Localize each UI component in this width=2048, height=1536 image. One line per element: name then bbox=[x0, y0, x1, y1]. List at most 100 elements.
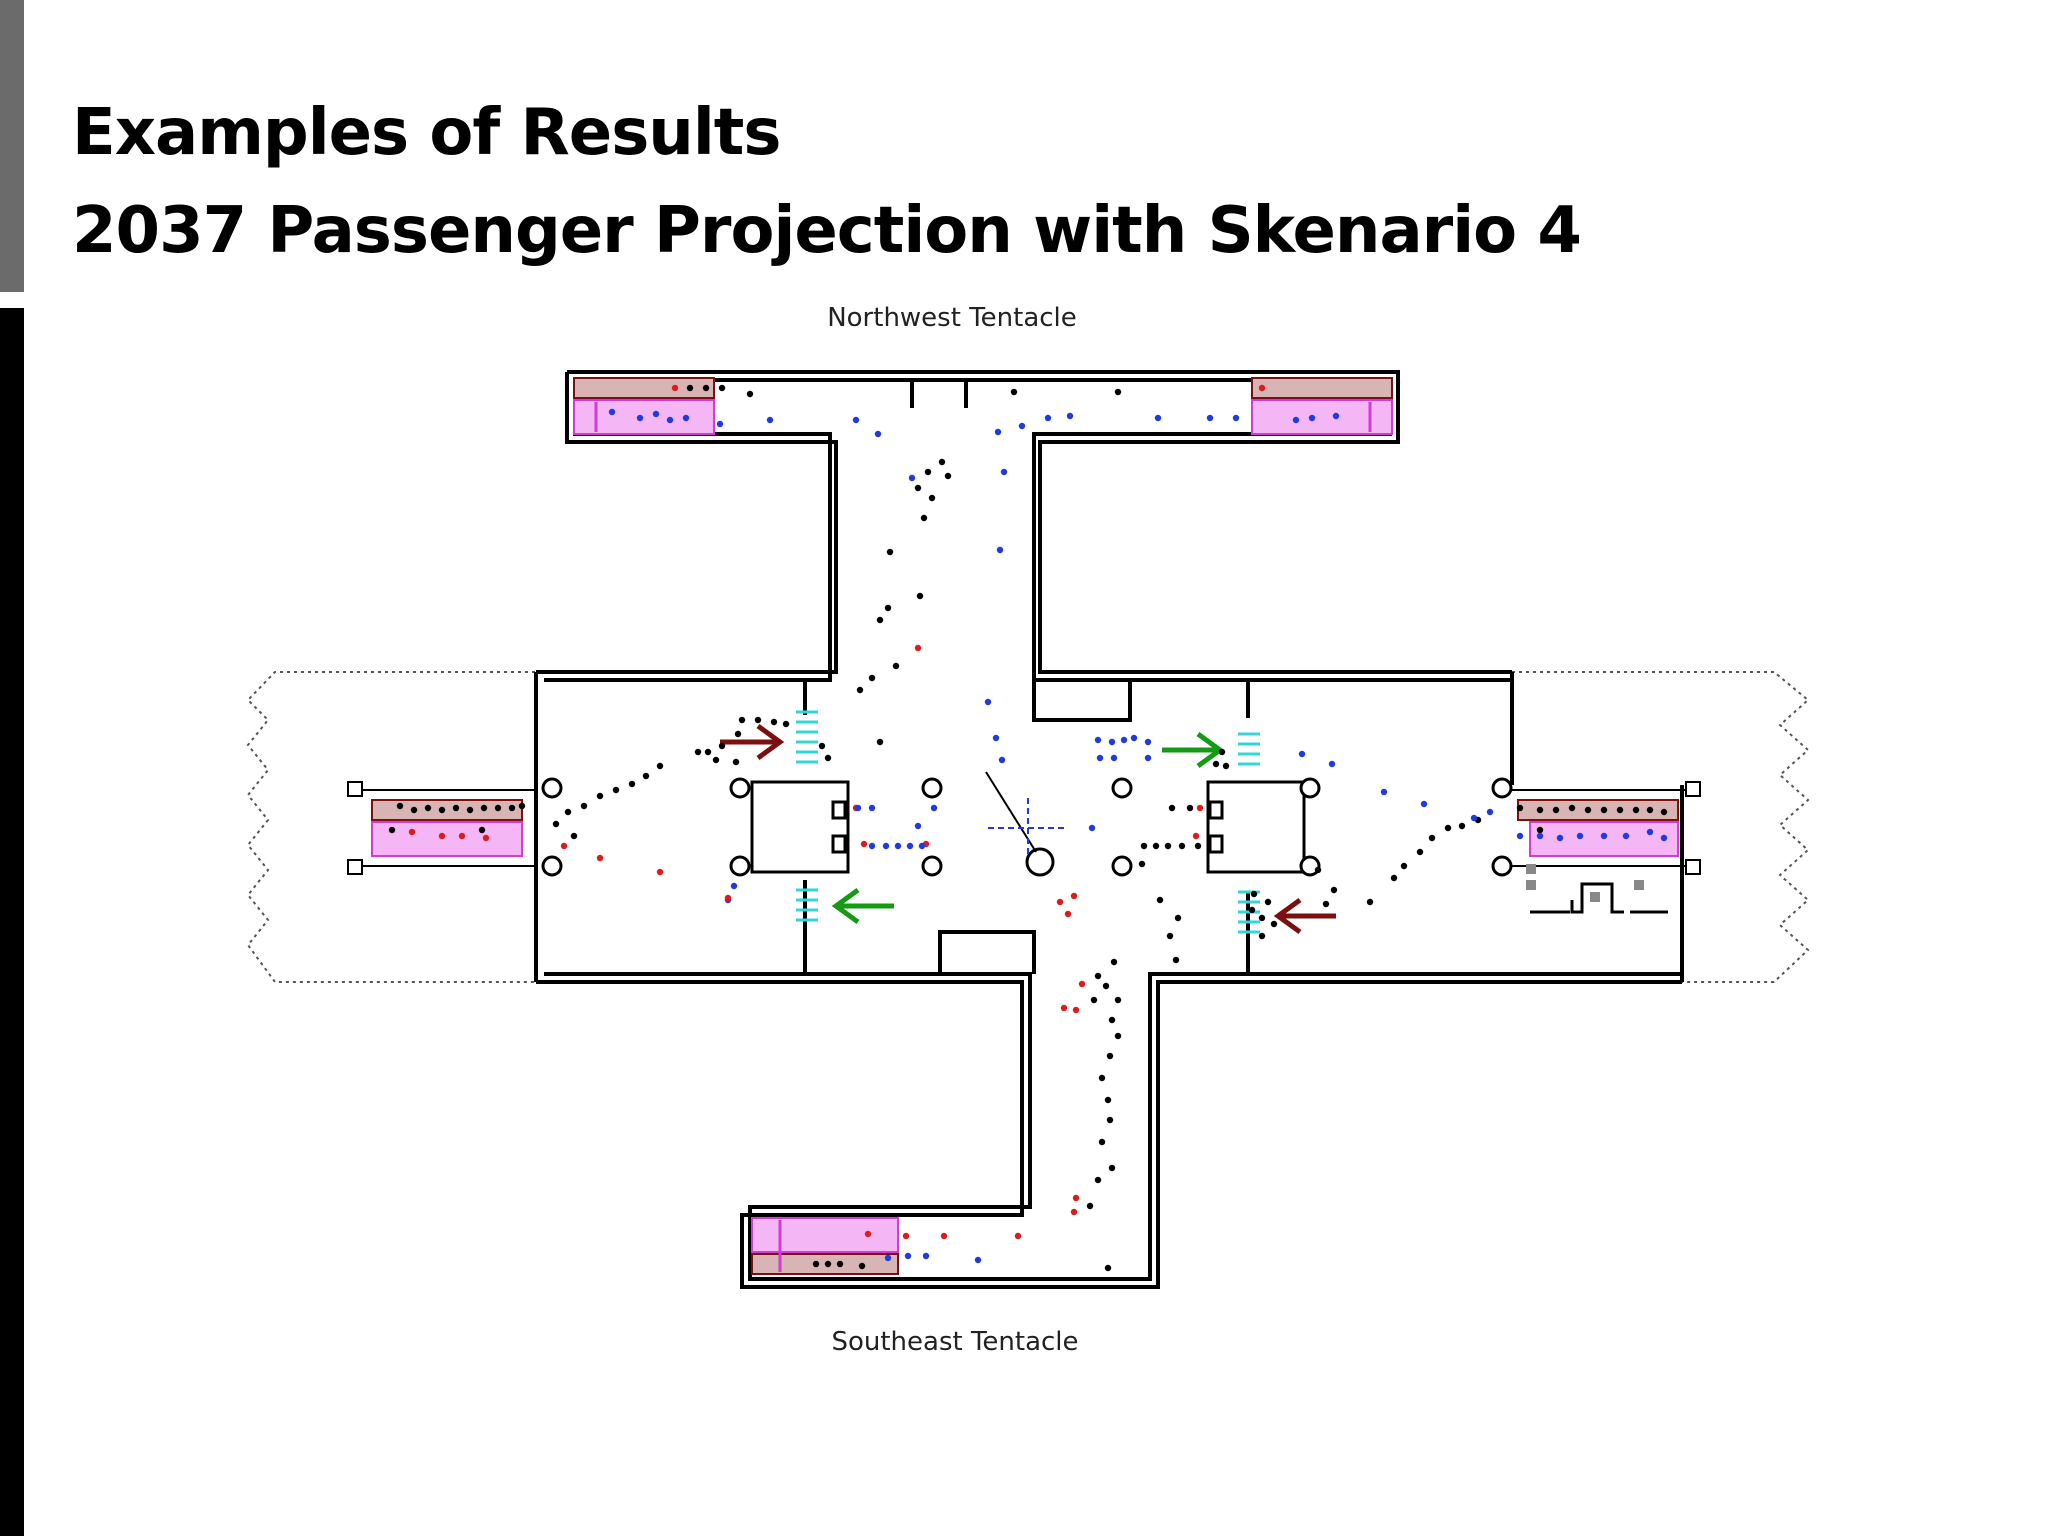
passenger-agent bbox=[1330, 886, 1338, 894]
passenger-agent bbox=[1536, 826, 1544, 834]
passenger-agent bbox=[860, 840, 868, 848]
passenger-agent bbox=[818, 742, 826, 750]
passenger-agent bbox=[1144, 738, 1152, 746]
passenger-agent bbox=[1232, 414, 1240, 422]
passenger-agent bbox=[686, 384, 694, 392]
passenger-agent bbox=[730, 882, 738, 890]
passenger-agent bbox=[812, 1260, 820, 1268]
passenger-agent bbox=[876, 616, 884, 624]
passenger-agent bbox=[671, 384, 679, 392]
passenger-agent bbox=[904, 1252, 912, 1260]
gate-east bbox=[1512, 781, 1701, 914]
gate-northwest-left bbox=[573, 377, 715, 435]
passenger-agent bbox=[1576, 832, 1584, 840]
passenger-agent bbox=[824, 1260, 832, 1268]
passenger-agent bbox=[1380, 788, 1388, 796]
gate-southeast bbox=[751, 1217, 899, 1275]
passenger-agent bbox=[1138, 860, 1146, 868]
passenger-agent bbox=[682, 414, 690, 422]
passenger-agent bbox=[1458, 822, 1466, 830]
terminal-walls bbox=[534, 370, 1684, 1289]
passenger-agent bbox=[1632, 806, 1640, 814]
passenger-agent bbox=[1090, 996, 1098, 1004]
passenger-agents bbox=[388, 384, 1668, 1272]
passenger-agent bbox=[724, 894, 732, 902]
passenger-agent bbox=[1152, 842, 1160, 850]
passenger-agent bbox=[1600, 806, 1608, 814]
passenger-agent bbox=[1328, 760, 1336, 768]
passenger-agent bbox=[994, 428, 1002, 436]
passenger-agent bbox=[868, 804, 876, 812]
passenger-agent bbox=[1172, 956, 1180, 964]
passenger-agent bbox=[612, 786, 620, 794]
passenger-agent bbox=[906, 842, 914, 850]
passenger-agent bbox=[928, 494, 936, 502]
passenger-agent bbox=[1098, 1138, 1106, 1146]
passenger-agent bbox=[388, 826, 396, 834]
passenger-agent bbox=[1018, 422, 1026, 430]
passenger-agent bbox=[1420, 800, 1428, 808]
passenger-agent bbox=[1212, 760, 1220, 768]
passenger-agent bbox=[734, 730, 742, 738]
passenger-agent bbox=[1444, 824, 1452, 832]
passenger-agent bbox=[452, 804, 460, 812]
passenger-agent bbox=[1250, 890, 1258, 898]
passenger-agent bbox=[998, 756, 1006, 764]
passenger-agent bbox=[996, 546, 1004, 554]
passenger-agent bbox=[914, 484, 922, 492]
processing-booths bbox=[750, 780, 1306, 874]
passenger-agent bbox=[1044, 414, 1052, 422]
passenger-agent bbox=[1270, 920, 1278, 928]
passenger-agent bbox=[1174, 914, 1182, 922]
passenger-agent bbox=[1156, 896, 1164, 904]
passenger-agent bbox=[712, 756, 720, 764]
passenger-agent bbox=[596, 792, 604, 800]
passenger-agent bbox=[754, 716, 762, 724]
central-crosshair bbox=[988, 798, 1066, 858]
passenger-agent bbox=[480, 804, 488, 812]
passenger-agent bbox=[718, 742, 726, 750]
slide-title: Examples of Results 2037 Passenger Proje… bbox=[72, 84, 1582, 280]
passenger-agent bbox=[1094, 1176, 1102, 1184]
passenger-agent bbox=[1622, 832, 1630, 840]
passenger-agent bbox=[1064, 910, 1072, 918]
passenger-agent bbox=[1332, 412, 1340, 420]
accent-bar-top bbox=[0, 0, 24, 292]
passenger-agent bbox=[876, 738, 884, 746]
passenger-agent bbox=[694, 748, 702, 756]
passenger-agent bbox=[922, 1252, 930, 1260]
accent-bar-bottom bbox=[0, 308, 24, 1536]
passenger-agent bbox=[746, 390, 754, 398]
passenger-agent bbox=[1110, 958, 1118, 966]
slide-title-line-2: 2037 Passenger Projection with Skenario … bbox=[72, 194, 1582, 268]
passenger-agent bbox=[642, 772, 650, 780]
passenger-agent bbox=[916, 592, 924, 600]
passenger-agent bbox=[1660, 834, 1668, 842]
passenger-agent bbox=[628, 780, 636, 788]
passenger-agent bbox=[1114, 1032, 1122, 1040]
southeast-tentacle-label: Southeast Tentacle bbox=[831, 1327, 1078, 1357]
passenger-agent bbox=[1366, 898, 1374, 906]
passenger-agent bbox=[930, 804, 938, 812]
passenger-agent bbox=[1108, 1016, 1116, 1024]
passenger-agent bbox=[1486, 808, 1494, 816]
passenger-agent bbox=[636, 414, 644, 422]
passenger-agent bbox=[1088, 824, 1096, 832]
arrow-green-east bbox=[1162, 731, 1225, 769]
passenger-agent bbox=[1056, 898, 1064, 906]
passenger-agent bbox=[944, 472, 952, 480]
passenger-agent bbox=[1298, 750, 1306, 758]
passenger-agent bbox=[1168, 804, 1176, 812]
passenger-agent bbox=[1094, 736, 1102, 744]
passenger-agent bbox=[1646, 806, 1654, 814]
passenger-agent bbox=[1106, 1116, 1114, 1124]
passenger-agent bbox=[1218, 748, 1226, 756]
passenger-agent bbox=[1010, 388, 1018, 396]
passenger-agent bbox=[854, 804, 862, 812]
passenger-agent bbox=[1660, 808, 1668, 816]
passenger-agent bbox=[1114, 996, 1122, 1004]
passenger-agent bbox=[608, 408, 616, 416]
passenger-agent bbox=[704, 748, 712, 756]
passenger-agent bbox=[938, 458, 946, 466]
passenger-agent bbox=[410, 806, 418, 814]
